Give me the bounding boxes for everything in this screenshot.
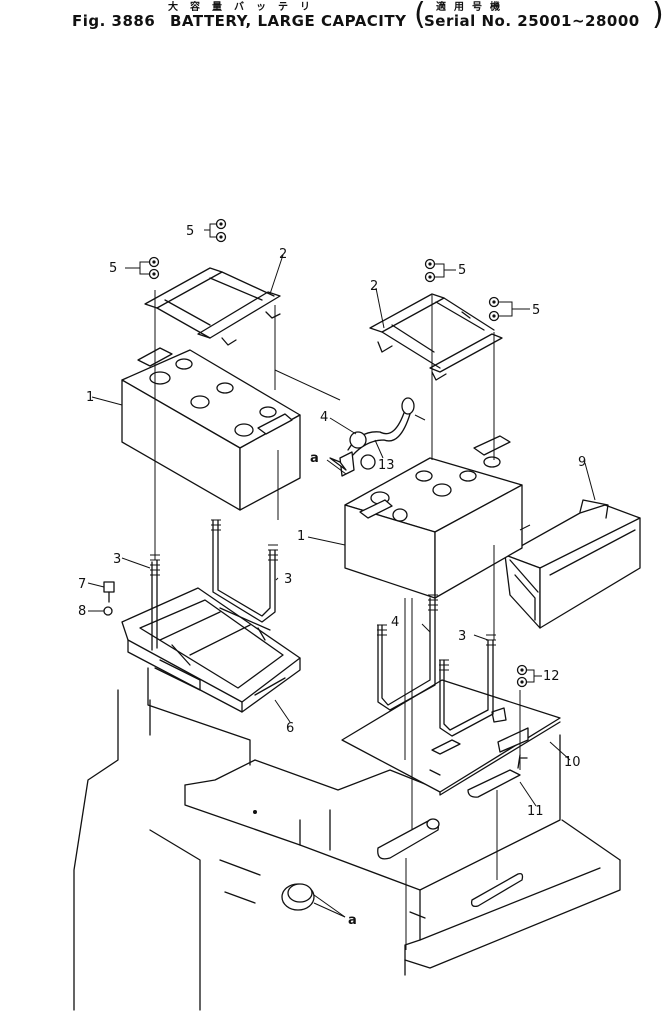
- leader-lines: [87, 223, 596, 807]
- callout-5-b: 5: [109, 261, 117, 276]
- callout-6: 6: [286, 721, 294, 736]
- callout-7: 7: [78, 577, 86, 592]
- cable-grommet: [281, 883, 346, 918]
- left-holddown-frame: [144, 267, 281, 346]
- right-frame-bar: [470, 872, 524, 908]
- applicable-japanese: 適用号機: [436, 2, 508, 13]
- open-paren: (: [414, 0, 426, 32]
- right-battery: [344, 435, 523, 599]
- callout-1-right: 1: [297, 529, 305, 544]
- callout-4-lower: 4: [391, 615, 399, 630]
- figure-title: BATTERY, LARGE CAPACITY: [170, 12, 407, 30]
- machine-frame: [73, 667, 621, 1011]
- callout-3-left: 3: [113, 552, 121, 567]
- callout-12: 12: [543, 669, 560, 684]
- callout-a-upper: a: [310, 451, 319, 466]
- battery-cover: [504, 499, 641, 629]
- callout-5-a: 5: [186, 224, 194, 239]
- bolt-and-washer: [103, 581, 115, 616]
- assembly-lines: [154, 290, 521, 950]
- callout-8: 8: [78, 604, 86, 619]
- callout-3-right: 3: [458, 629, 466, 644]
- serial-range: Serial No. 25001~28000: [424, 12, 640, 30]
- callout-labels: 1 1 2 2 3 3 3 4 4 5 5 5 5 6 7 8 9 10 11 …: [78, 224, 586, 928]
- callout-3-middle: 3: [284, 572, 292, 587]
- figure-number: Fig. 3886: [72, 12, 156, 30]
- callout-11: 11: [527, 804, 544, 819]
- u-bolts: [150, 519, 496, 737]
- battery-cable: [339, 397, 415, 477]
- callout-9: 9: [578, 455, 586, 470]
- arrow-head-a: [329, 457, 347, 471]
- callout-13: 13: [378, 458, 395, 473]
- right-battery-plate: [341, 679, 561, 796]
- close-paren: ): [652, 0, 664, 32]
- callout-5-d: 5: [532, 303, 540, 318]
- callout-1-left: 1: [86, 390, 94, 405]
- nuts-washers: [148, 218, 528, 688]
- callout-2-right: 2: [370, 279, 378, 294]
- figure-header: 大容量バッテリ 適用号機 Fig. 3886 BATTERY, LARGE CA…: [0, 0, 664, 40]
- callout-4-upper: 4: [320, 410, 328, 425]
- callout-2-left: 2: [279, 247, 287, 262]
- callout-10: 10: [564, 755, 581, 770]
- title-japanese: 大容量バッテリ: [168, 2, 322, 13]
- callout-5-c: 5: [458, 263, 466, 278]
- callout-a-lower: a: [348, 913, 357, 928]
- left-battery-tray: [121, 587, 301, 713]
- rubber-stopper: [377, 818, 440, 860]
- right-holddown-frame: [369, 293, 503, 381]
- left-battery: [121, 347, 301, 511]
